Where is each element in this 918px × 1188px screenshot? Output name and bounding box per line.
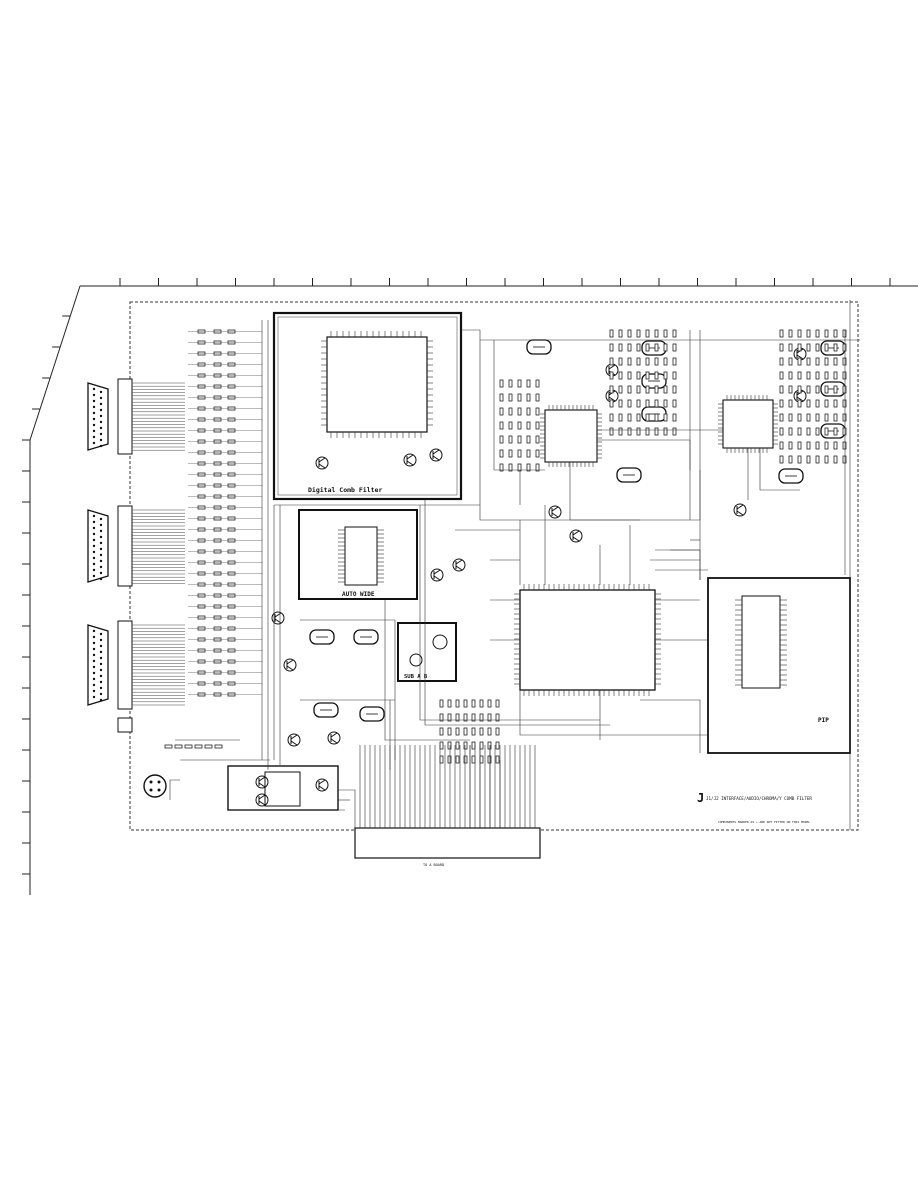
pip-block: PIP [707,577,851,754]
bottom-connector-caption: TO A BOARD [423,863,444,867]
sheet-frame [29,285,918,895]
audio-processor-ic [540,405,602,467]
comb-filter-label: Digital Comb Filter [308,486,382,494]
sheet-title: J1/J2 INTERFACE/AUDIO/CHROMA/Y COMB FILT… [706,796,812,801]
bottom-connector: TO A BOARD [354,745,541,867]
sound-ic-right [718,395,778,453]
passive-components [164,329,847,764]
column-ruler [119,278,891,286]
transistors [255,347,807,807]
sub-ab-block: SUB A B [397,622,457,682]
scart-connectors [87,378,185,733]
pip-label: PIP [818,717,829,724]
main-processor-ic [514,584,661,696]
auto-wide-label: AUTO WIDE [342,591,375,598]
sub-ab-label: SUB A B [404,674,428,680]
signal-traces [169,300,860,830]
sheet-note: COMPONENTS MARKED AS ⚠ ARE NOT FITTED ON… [718,820,810,824]
comb-filter-block: Digital Comb Filter [272,311,463,501]
row-ruler [22,315,71,875]
sheet-marker: J [697,791,704,805]
auto-wide-block: AUTO WIDE [298,509,418,600]
din-socket [143,774,167,798]
